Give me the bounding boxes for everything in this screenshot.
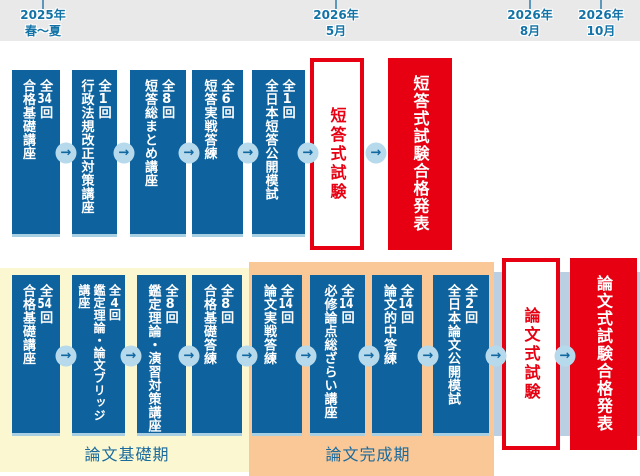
timeline-tick	[335, 0, 337, 9]
course-box-hisshu-ronten: 全14回必修論点総ざらい講座	[310, 275, 365, 436]
course-label: 全8回短答総まとめ講座	[142, 79, 175, 187]
course-box-tanto-matome: 全8回短答総まとめ講座	[130, 70, 186, 237]
milestone-label: 論文式試験	[521, 306, 541, 402]
arrow-icon: →	[55, 142, 77, 164]
arrow-icon: →	[113, 142, 135, 164]
arrow-icon: →	[236, 345, 258, 367]
period-label-basic: 論文基礎期	[84, 445, 170, 464]
course-box-kantei-enshu: 全8回鑑定理論・演習対策講座	[137, 275, 186, 436]
course-box-tanto-jissen: 全6回短答実戦答練	[192, 70, 243, 237]
arrow-icon: →	[485, 345, 507, 367]
milestone-label: 短答式試験	[327, 106, 347, 202]
date-line1: 2026年	[507, 8, 553, 22]
milestone-tanto-result: 短答式試験合格発表	[388, 58, 452, 250]
course-box-gyosei-hoki: 全1回行政法規改正対策講座	[72, 70, 117, 237]
arrow-icon: →	[295, 345, 317, 367]
course-label: 全4回鑑定理論・論文ブリッジ講座	[76, 284, 122, 422]
timeline-tick	[42, 0, 44, 9]
timeline-date-2026-05: 2026年 5月	[313, 8, 358, 39]
timeline-header: 2025年 春〜夏 2026年 5月 2026年 8月 2026年 10月	[0, 0, 640, 41]
date-line2: 5月	[325, 23, 347, 38]
milestone-tanto-exam: 短答式試験	[310, 58, 364, 250]
arrow-icon: →	[237, 142, 259, 164]
course-label: 全1回全日本短答公開模試	[262, 79, 295, 201]
arrow-icon: →	[120, 345, 142, 367]
timeline-date-2026-08: 2026年 8月	[507, 8, 552, 39]
course-box-gokaku-kiso-toren: 全8回合格基礎答練	[192, 275, 242, 436]
course-box-kantei-bridge: 全4回鑑定理論・論文ブリッジ講座	[72, 275, 125, 436]
arrow-icon: →	[417, 345, 439, 367]
timeline-tick	[529, 0, 531, 9]
course-label: 全2回全日本論文公開模試	[445, 284, 478, 406]
milestone-label: 論文式試験合格発表	[594, 275, 614, 433]
milestone-ronbun-exam: 論文式試験	[502, 258, 560, 450]
period-label-complete: 論文完成期	[325, 445, 411, 464]
course-box-ronbun-tekichu: 全14回論文的中答練	[372, 275, 422, 436]
course-label: 全8回鑑定理論・演習対策講座	[145, 284, 178, 433]
arrow-icon: →	[554, 345, 576, 367]
course-box-ronbun-moshi: 全2回全日本論文公開模試	[433, 275, 489, 436]
course-box-tanto-moshi: 全1回全日本短答公開模試	[252, 70, 305, 237]
arrow-icon: →	[358, 345, 380, 367]
course-label: 全34回合格基礎講座	[20, 79, 53, 160]
arrow-icon: →	[55, 345, 77, 367]
date-line1: 2025年	[20, 8, 66, 22]
course-label: 全54回合格基礎講座	[20, 284, 53, 365]
milestone-ronbun-result: 論文式試験合格発表	[570, 258, 637, 450]
arrow-icon: →	[297, 142, 319, 164]
milestone-label: 短答式試験合格発表	[410, 75, 430, 233]
course-box-gokaku-kiso: 全34回合格基礎講座	[12, 70, 60, 237]
arrow-icon: →	[178, 142, 200, 164]
course-box-ronbun-jissen: 全14回論文実戦答練	[252, 275, 302, 436]
course-label: 全1回行政法規改正対策講座	[78, 79, 111, 214]
date-line1: 2026年	[313, 8, 359, 22]
course-box-gokaku-kiso-ronbun: 全54回合格基礎講座	[12, 275, 60, 436]
timeline-date-2026-10: 2026年 10月	[578, 8, 623, 39]
date-line2: 8月	[519, 23, 541, 38]
date-line1: 2026年	[578, 8, 624, 22]
arrow-icon: →	[178, 345, 200, 367]
course-label: 全8回合格基礎答練	[201, 284, 234, 365]
date-line2: 10月	[586, 23, 616, 38]
timeline-date-2025: 2025年 春〜夏	[20, 8, 65, 39]
timeline-tick	[600, 0, 602, 9]
arrow-icon: →	[365, 142, 387, 164]
course-label: 全14回必修論点総ざらい講座	[321, 284, 354, 419]
course-label: 全14回論文的中答練	[381, 284, 414, 365]
date-line2: 春〜夏	[24, 23, 61, 38]
course-label: 全6回短答実戦答練	[201, 79, 234, 160]
course-label: 全14回論文実戦答練	[261, 284, 294, 365]
